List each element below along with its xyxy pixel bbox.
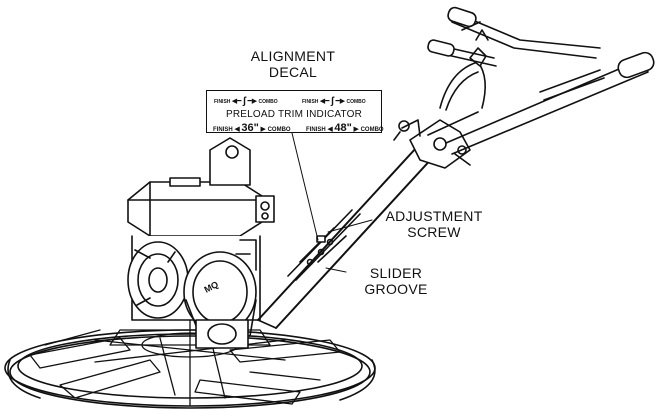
callout-line: ADJUSTMENT	[385, 208, 483, 224]
pointer-icon: ʃ	[242, 96, 247, 107]
preload-trim-title: PRELOAD TRIM INDICATOR	[225, 109, 363, 120]
combo-label: COMBO	[258, 98, 278, 105]
preload-trim-decal: FINISH ◀━ ʃ ━▶ COMBO FINISH ◀━ ʃ ━▶ COMB…	[206, 90, 384, 134]
finish-label: FINISH	[213, 127, 233, 133]
right-arrow-icon: ━▶	[247, 97, 258, 105]
size-value: 48"	[334, 122, 352, 134]
size-value: 36"	[241, 122, 259, 134]
handlebar	[427, 6, 655, 155]
pitch-guard	[439, 21, 489, 111]
decal-size-left: FINISH ◀ 36" ▶ COMBO	[213, 122, 291, 134]
finish-label: FINISH	[214, 98, 231, 105]
decal-mini-indicator-left: FINISH ◀━ ʃ ━▶ COMBO	[214, 96, 278, 107]
combo-label: COMBO	[346, 98, 366, 105]
right-arrow-icon: ━▶	[335, 97, 346, 105]
combo-label: COMBO	[360, 127, 384, 133]
callout-line: DECAL	[268, 64, 318, 80]
callout-line: ALIGNMENT	[250, 48, 336, 64]
decal-mini-indicator-right: FINISH ◀━ ʃ ━▶ COMBO	[302, 96, 366, 107]
finish-label: FINISH	[306, 127, 326, 133]
leader-lines	[291, 132, 373, 273]
left-arrow-icon: ◀	[234, 126, 240, 133]
alignment-decal-callout: ALIGNMENT DECAL	[238, 48, 348, 80]
slider-groove-callout: SLIDER GROOVE	[346, 265, 446, 297]
right-arrow-icon: ▶	[353, 126, 359, 133]
callout-line: GROOVE	[364, 281, 428, 297]
callout-line: SCREW	[407, 224, 461, 240]
combo-label: COMBO	[267, 127, 291, 133]
pointer-icon: ʃ	[330, 96, 335, 107]
adjustment-screw-callout: ADJUSTMENT SCREW	[372, 208, 496, 240]
left-arrow-icon: ◀━	[319, 97, 330, 105]
callout-line: SLIDER	[369, 265, 423, 281]
spider-hub	[94, 299, 286, 406]
control-head	[393, 119, 471, 169]
engine	[127, 137, 275, 349]
finish-label: FINISH	[302, 98, 319, 105]
right-arrow-icon: ▶	[260, 126, 266, 133]
left-arrow-icon: ◀	[327, 126, 333, 133]
left-arrow-icon: ◀━	[231, 97, 242, 105]
decal-size-right: FINISH ◀ 48" ▶ COMBO	[306, 122, 384, 134]
trowel-blades	[29, 329, 341, 405]
